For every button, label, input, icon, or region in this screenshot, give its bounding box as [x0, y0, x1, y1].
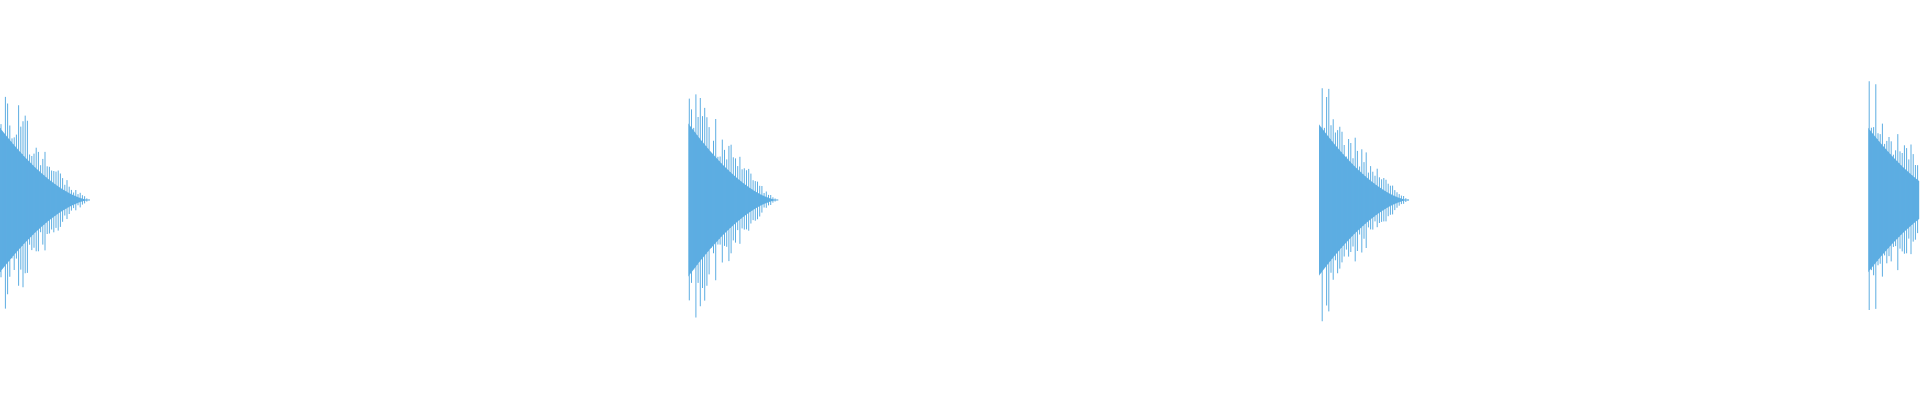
waveform-burst [688, 94, 779, 318]
waveform-burst [0, 96, 90, 309]
waveform-burst [1319, 88, 1410, 322]
waveform-burst [1868, 81, 1920, 310]
